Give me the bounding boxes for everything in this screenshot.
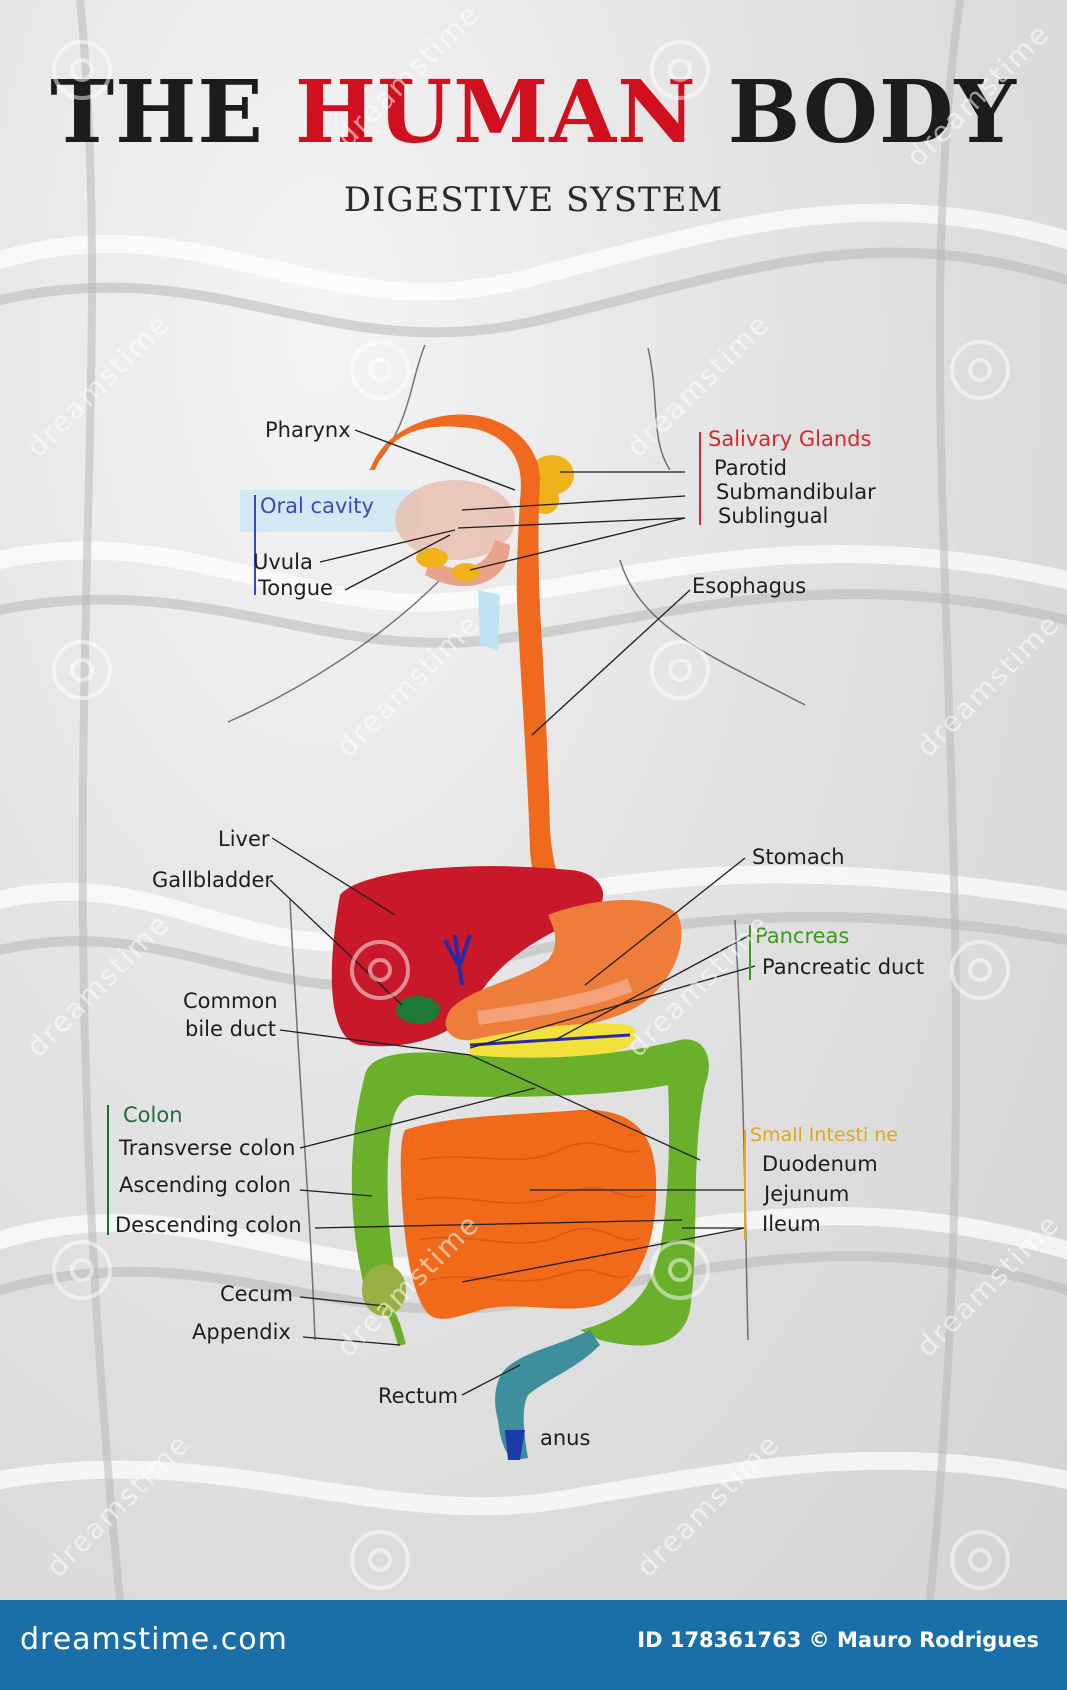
esophagus-shape	[370, 414, 572, 920]
leader-lines	[269, 429, 756, 1396]
stomach-shape	[445, 900, 682, 1041]
label-ascending-colon: Ascending colon	[119, 1173, 291, 1197]
digestive-system-diagram	[107, 344, 806, 1460]
watermark-logo	[52, 40, 112, 100]
label-ileum: Ileum	[762, 1212, 821, 1236]
label-submandibular: Submandibular	[716, 480, 876, 504]
poster-subtitle: DIGESTIVE SYSTEM	[343, 180, 724, 220]
label-pharynx: Pharynx	[265, 418, 351, 442]
label-uvula: Uvula	[253, 550, 313, 574]
appendix-shape	[386, 1309, 406, 1347]
label-oral-cavity: Oral cavity	[260, 494, 374, 518]
label-pancreatic-duct: Pancreatic duct	[762, 955, 925, 979]
label-stomach: Stomach	[752, 845, 845, 869]
gallbladder-shape	[396, 996, 440, 1024]
watermark-logo	[650, 640, 710, 700]
watermark-logo	[350, 940, 410, 1000]
watermark-logo	[950, 1530, 1010, 1590]
title-word-body: BODY	[727, 62, 1017, 163]
label-pancreas: Pancreas	[755, 924, 850, 948]
label-appendix: Appendix	[192, 1320, 291, 1344]
label-anus: anus	[540, 1426, 591, 1450]
label-descending-colon: Descending colon	[115, 1213, 302, 1237]
watermark-logo	[950, 940, 1010, 1000]
rectum-shape	[495, 1330, 600, 1460]
label-duodenum: Duodenum	[762, 1152, 878, 1176]
label-rectum: Rectum	[378, 1384, 459, 1408]
watermark-logo	[52, 1240, 112, 1300]
small-intestine-shape	[400, 1109, 657, 1319]
watermark-logo	[52, 640, 112, 700]
footer-site-link[interactable]: dreamstime.com	[20, 1622, 288, 1657]
title-word-human: HUMAN	[294, 62, 697, 163]
watermark-logo	[650, 40, 710, 100]
label-salivary-glands: Salivary Glands	[708, 427, 872, 451]
label-cecum: Cecum	[220, 1282, 293, 1306]
label-common-bile-duct-line1: Common	[183, 989, 278, 1013]
label-small-intestine: Small Intesti ne	[750, 1124, 898, 1146]
label-gallbladder: Gallbladder	[152, 868, 274, 892]
bile-duct-shape	[443, 934, 472, 986]
label-sublingual: Sublingual	[718, 504, 829, 528]
label-brackets	[107, 432, 751, 1240]
label-esophagus: Esophagus	[692, 574, 807, 598]
label-parotid: Parotid	[714, 456, 788, 480]
label-common-bile-duct-line2: bile duct	[185, 1017, 277, 1041]
label-colon: Colon	[123, 1103, 183, 1127]
label-jejunum: Jejunum	[764, 1182, 850, 1206]
label-tongue: Tongue	[258, 576, 333, 600]
label-liver: Liver	[218, 827, 270, 851]
colon-shape	[351, 1039, 709, 1346]
oral-cavity-shape	[240, 480, 515, 650]
watermark-logo	[350, 1530, 410, 1590]
watermark-logo	[350, 340, 410, 400]
label-transverse-colon: Transverse colon	[119, 1136, 296, 1160]
footer-image-credit: ID 178361763 © Mauro Rodrigues	[637, 1628, 1039, 1652]
watermark-logo	[650, 1240, 710, 1300]
liver-shape	[331, 866, 604, 1047]
watermark-logo	[950, 340, 1010, 400]
cecum-shape	[362, 1264, 406, 1316]
footer-bar: dreamstime.com ID 178361763 © Mauro Rodr…	[0, 1600, 1067, 1690]
